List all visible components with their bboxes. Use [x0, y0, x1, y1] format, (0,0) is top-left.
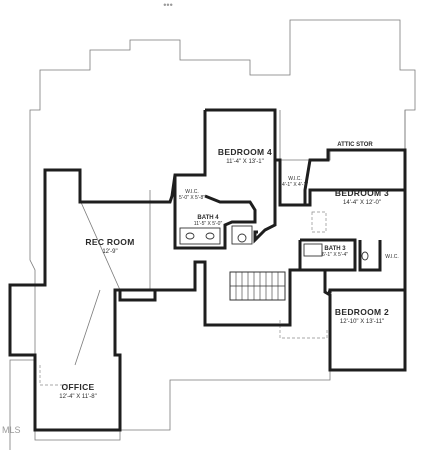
dashed-region — [279, 320, 328, 339]
roof-hip-line — [74, 289, 101, 366]
wall — [173, 175, 257, 250]
staircase — [229, 271, 286, 301]
room-dims-bedroom4: 11'-4" X 13'-1" — [226, 159, 263, 165]
wall — [358, 240, 382, 272]
wall — [300, 188, 405, 207]
wall — [205, 108, 277, 244]
room-label-wic-left: W.I.C. — [185, 189, 199, 195]
room-dims-rec-room: 12'-9" — [102, 249, 117, 255]
roof-outline-inner — [34, 430, 121, 441]
wall — [8, 110, 300, 432]
room-label-bath3: BATH 3 — [324, 246, 346, 252]
watermark: MLS — [2, 425, 21, 435]
room-label-attic: ATTIC STOR — [337, 142, 373, 148]
room-label-bedroom2: BEDROOM 2 — [335, 307, 389, 317]
room-dims-bath4: 11'-5" X 5'-0" — [194, 221, 223, 227]
attic-outline — [279, 110, 406, 161]
bath3-fixtures — [303, 243, 369, 261]
room-dims-wic-mid: 4'-1" X 4'-1" — [282, 182, 308, 188]
wall — [298, 238, 357, 272]
wall — [275, 148, 407, 372]
room-label-office: OFFICE — [62, 382, 95, 392]
dashed-region — [311, 211, 327, 233]
room-label-bath4: BATH 4 — [197, 215, 219, 221]
room-dims-bedroom3: 14'-4" X 12'-0" — [343, 200, 381, 206]
room-dims-bath3: 6'-1" X 5'-4" — [322, 252, 348, 258]
room-dims-wic-left: 5'-0" X 5'-8" — [179, 195, 205, 201]
dashed-region — [39, 365, 70, 386]
room-label-bedroom3: BEDROOM 3 — [335, 188, 389, 198]
top-mark: ••• — [163, 0, 172, 10]
wall — [118, 290, 157, 302]
roof-hip-line — [79, 199, 121, 291]
room-dims-office: 12'-4" X 11'-8" — [59, 394, 96, 400]
room-label-rec-room: REC ROOM — [85, 237, 134, 247]
room-dims-bedroom2: 12'-10" X 13'-11" — [340, 319, 384, 325]
room-label-bedroom4: BEDROOM 4 — [218, 147, 272, 157]
room-label-wic-mid: W.I.C. — [288, 176, 302, 182]
room-label-wic-right: W.I.C. — [385, 254, 399, 260]
bath4-fixtures — [179, 225, 253, 245]
wall — [328, 288, 405, 294]
